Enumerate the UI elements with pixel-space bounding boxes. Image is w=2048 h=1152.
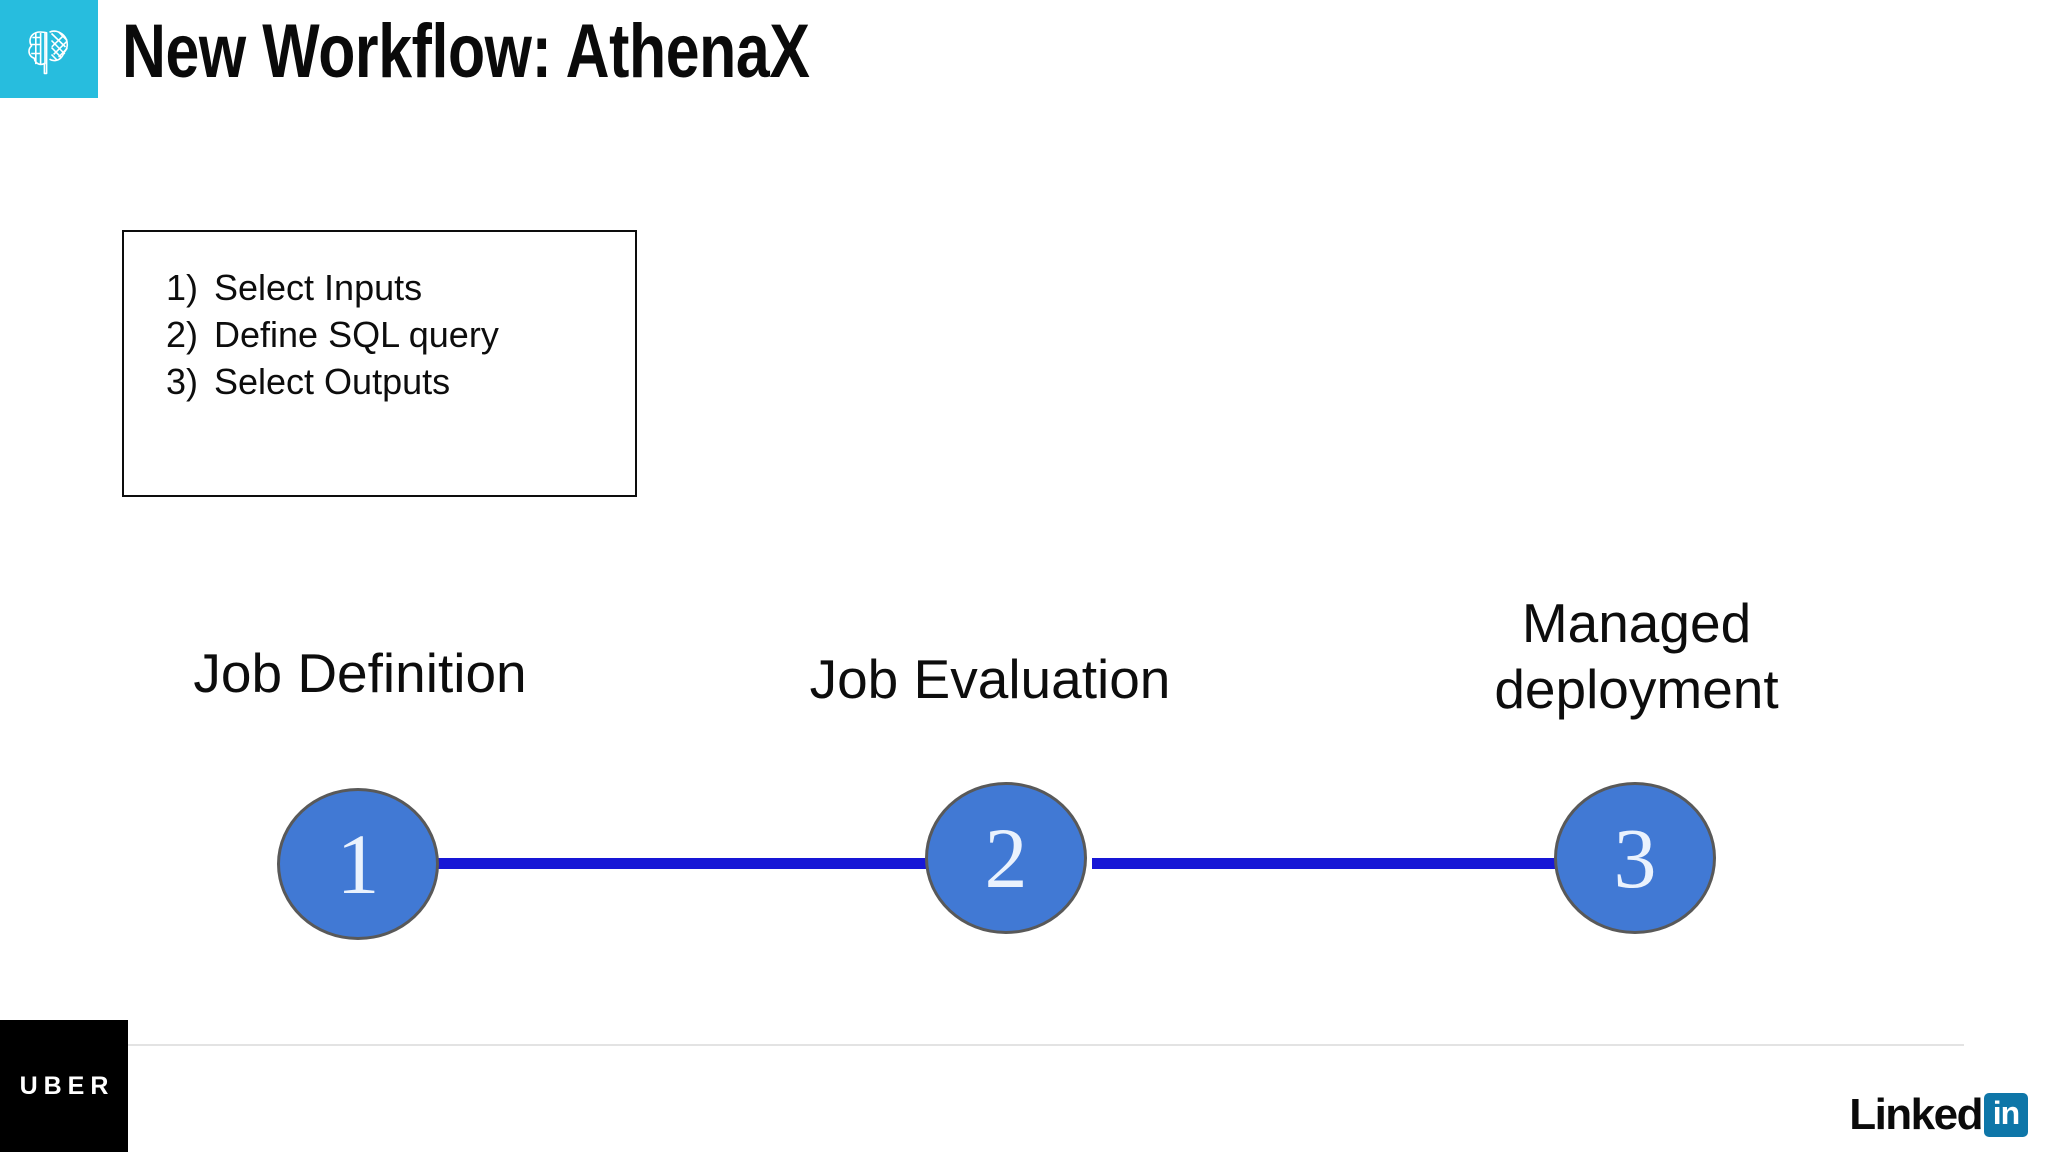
slide-header: New Workflow: AthenaX (0, 0, 2048, 120)
flow-node-2[interactable]: 2 (925, 782, 1087, 934)
list-item: 3) Select Outputs (124, 358, 635, 405)
flow-connector-1-2 (438, 858, 934, 869)
step-label: Define SQL query (214, 314, 499, 355)
linkedin-wordmark: Linked (1849, 1090, 1983, 1139)
uber-logo: UBER (0, 1020, 128, 1152)
step-number: 3) (166, 361, 199, 402)
brand-logo-tile (0, 0, 98, 98)
list-item: 1) Select Inputs (124, 264, 635, 311)
list-item: 2) Define SQL query (124, 311, 635, 358)
footer-divider (128, 1044, 1964, 1046)
step-label: Select Inputs (214, 267, 423, 308)
brain-grid-icon (20, 20, 78, 78)
step-label: Select Outputs (214, 361, 451, 402)
flow-node-label-2: Job Evaluation (809, 648, 1171, 710)
step-number: 2) (166, 314, 199, 355)
steps-list: 1) Select Inputs 2) Define SQL query 3) … (124, 232, 635, 405)
steps-box: 1) Select Inputs 2) Define SQL query 3) … (122, 230, 637, 497)
flow-node-3[interactable]: 3 (1554, 782, 1716, 934)
workflow-diagram: Job Definition Job Evaluation Managed de… (0, 560, 2048, 990)
linkedin-in-badge: in (1984, 1093, 2028, 1137)
linkedin-logo: Linked in (1849, 1092, 2028, 1138)
flow-connector-2-3 (1092, 858, 1560, 869)
flow-node-1[interactable]: 1 (277, 788, 439, 940)
flow-node-label-1: Job Definition (193, 642, 527, 704)
step-number: 1) (166, 267, 199, 308)
flow-node-label-3: Managed deployment (1494, 592, 1779, 720)
page-title: New Workflow: AthenaX (122, 9, 810, 94)
uber-logo-text: UBER (19, 1071, 115, 1100)
